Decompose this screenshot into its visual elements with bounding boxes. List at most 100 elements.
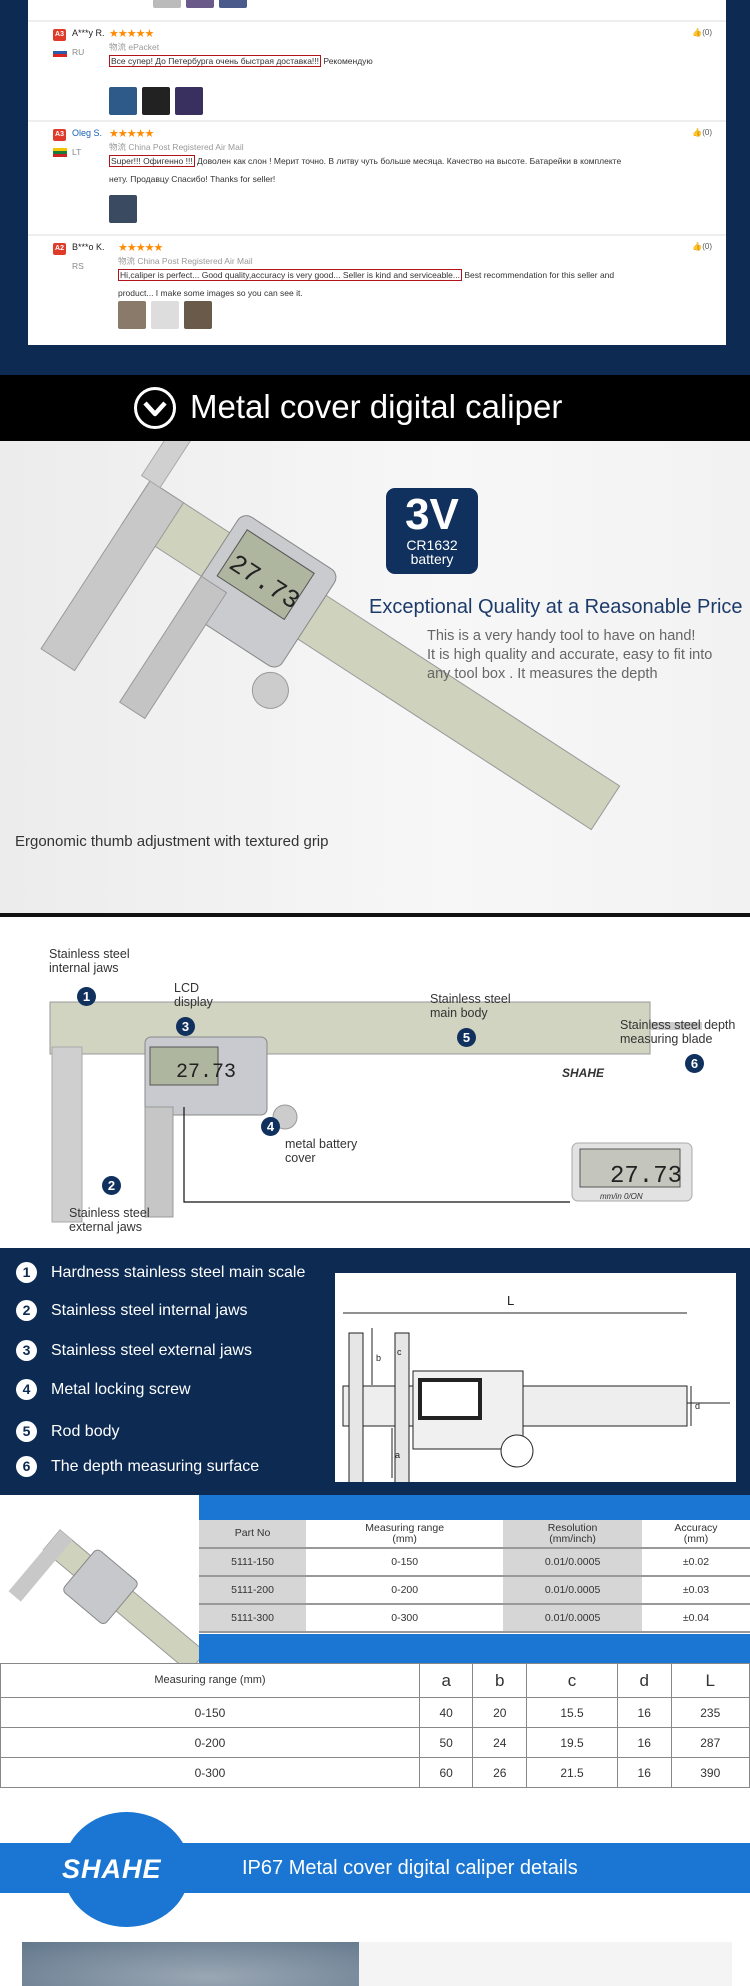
review-photo[interactable] [109,87,137,115]
spec-cell: ±0.03 [641,1576,750,1605]
like-count: (0) [702,128,712,137]
badge-battery-model: CR1632 [406,537,458,553]
review-text: Super!!! Офигенно !!! Доволен как слон !… [109,152,640,188]
number-marker: 5 [457,1028,476,1047]
reviewer-country: LT [72,147,82,157]
shipping-method: 物流 China Post Registered Air Mail [109,142,244,152]
spec-cell: 0.01/0.0005 [503,1548,642,1577]
divider [0,913,750,917]
dim-header-cell: a [418,1663,474,1698]
detail-photo [22,1942,359,1986]
buyer-level-badge: A3 [53,129,66,141]
reviewer-name[interactable]: Oleg S. [72,128,103,138]
spec-cell: ±0.04 [641,1604,750,1633]
description-line: It is high quality and accurate, easy to… [427,647,713,663]
like-button[interactable]: 👍(0) [692,242,712,251]
spec-cell: 0-300 [306,1604,504,1633]
number-circle-icon: 1 [16,1262,37,1283]
number-marker: 2 [102,1176,121,1195]
shahe-logo: SHAHE [62,1854,162,1884]
spec-cell: 5111-150 [199,1548,307,1577]
dim-label-L: L [507,1293,514,1308]
number-circle-icon: 3 [16,1340,37,1361]
section-banner: Metal cover digital caliper [0,375,750,441]
battery-badge: 3V CR1632 battery [386,488,478,574]
review-photo[interactable] [142,87,170,115]
review-photos [118,301,212,329]
spec-band-bottom [199,1634,750,1663]
dimension-diagram: L b c a d [335,1273,736,1484]
review-photo[interactable] [118,301,146,329]
ergonomic-caption: Ergonomic thumb adjustment with textured… [15,833,329,850]
spec-band-top [199,1495,750,1520]
flag-russia-icon [53,48,67,57]
lcd-closeup-readout: 27.73 [610,1163,682,1190]
review-photo[interactable] [109,195,137,223]
thumbs-up-icon: 👍 [692,242,703,251]
review-photos [153,0,247,8]
review-photo[interactable] [175,87,203,115]
feature-text: Stainless steel internal jaws [51,1301,248,1319]
like-button[interactable]: 👍(0) [692,28,712,37]
number-circle-icon: 6 [16,1456,37,1477]
review-photo[interactable] [151,301,179,329]
banner-title: Metal cover digital caliper [190,388,563,425]
shipping-method: 物流 China Post Registered Air Mail [118,256,253,266]
review-photo[interactable] [153,0,181,8]
review-photo[interactable] [186,0,214,8]
rating-stars: ★★★★★ [118,242,163,254]
spec-cell: ±0.02 [641,1548,750,1577]
review-item: A3 A***y R. RU ★★★★★ 物流 ePacket Все супе… [28,20,726,120]
review-body: Best recommendation for this seller and … [118,270,615,298]
spec-cell: 0-150 [306,1548,504,1577]
badge-battery-label: battery [410,551,454,567]
review-item: A2 B***o K. RS ★★★★★ 物流 China Post Regis… [28,234,726,345]
review-photo[interactable] [219,0,247,8]
review-text: Hi,caliper is perfect... Good quality,ac… [118,266,640,302]
dim-cell: 20 [472,1697,528,1728]
review-highlight: Super!!! Офигенно !!! [109,155,195,167]
dim-cell: 24 [472,1727,528,1758]
spec-cell: 0-200 [306,1576,504,1605]
review-photo[interactable] [184,301,212,329]
caliper-thumbnail-image [0,1495,199,1663]
number-marker: 1 [77,987,96,1006]
feature-list-item: 3 Stainless steel external jaws [16,1340,252,1361]
caliper-image: 27.73 [40,441,621,831]
review-text: Все супер! До Петербурга очень быстрая д… [109,52,640,70]
feature-text: The depth measuring surface [51,1457,260,1475]
dim-cell: 0-300 [0,1757,420,1788]
feature-section: 27.73 3V CR1632 battery Exceptional Qual… [0,441,750,915]
description-line: This is a very handy tool to have on han… [427,628,696,644]
like-button[interactable]: 👍(0) [692,128,712,137]
feature-text: Stainless steel external jaws [51,1341,252,1359]
review-highlight: Hi,caliper is perfect... Good quality,ac… [118,269,462,281]
dim-cell: 16 [616,1727,672,1758]
buyer-level-badge: A3 [53,29,66,41]
buyer-level-badge: A2 [53,243,66,255]
dim-cell: 21.5 [526,1757,618,1788]
parts-diagram-section: 27.73 SHAHE 27.73 mm/in 0/ON Stainless s… [0,917,750,1248]
feature-list-item: 6 The depth measuring surface [16,1456,259,1477]
reviews-card: A3 A***y R. RU ★★★★★ 物流 ePacket Все супе… [28,0,726,345]
like-count: (0) [702,242,712,251]
dim-cell: 16 [616,1757,672,1788]
dim-cell: 16 [616,1697,672,1728]
reviewer-name: A***y R. [72,28,105,38]
dim-label-c: c [397,1347,402,1357]
feature-description: This is a very handy tool to have on han… [427,627,712,684]
